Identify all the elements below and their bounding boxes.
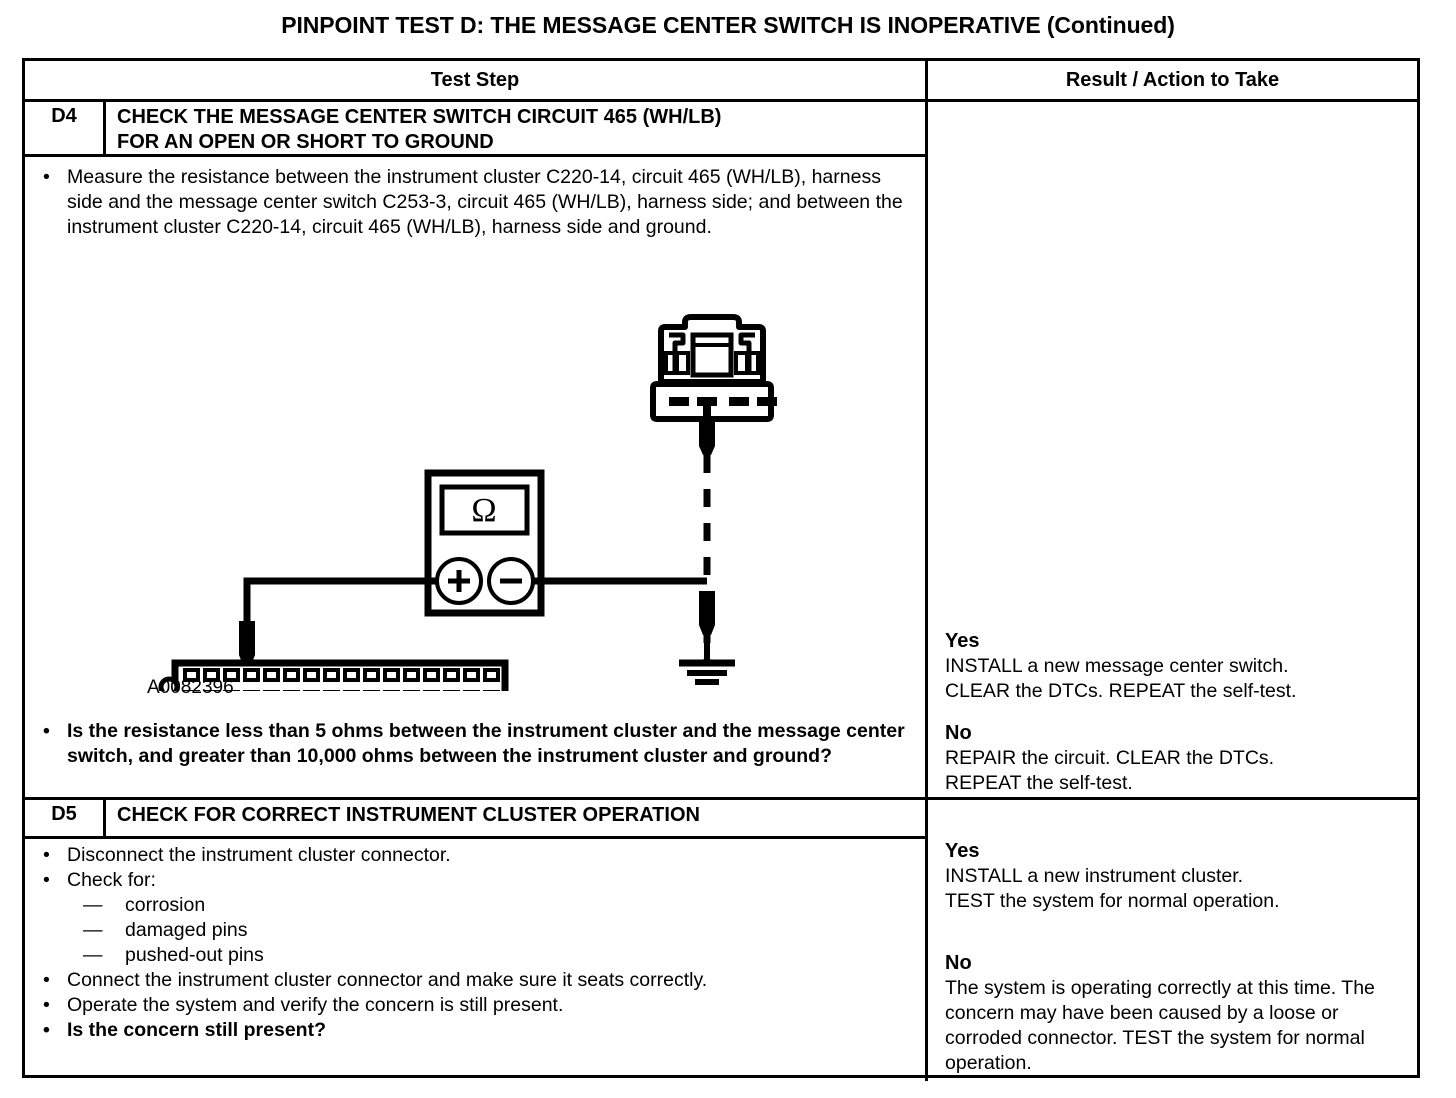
header-result-action: Result / Action to Take bbox=[1065, 69, 1280, 91]
sub-list-item-text: pushed-out pins bbox=[125, 944, 264, 966]
list-item: • Disconnect the instrument cluster conn… bbox=[25, 843, 925, 868]
d4-question-list: • Is the resistance less than 5 ohms bet… bbox=[25, 719, 925, 769]
result-text-line: REPEAT the self-test. bbox=[945, 772, 1133, 794]
d4-d5-divider-rule bbox=[25, 797, 1417, 800]
sub-list-item: — pushed-out pins bbox=[25, 943, 925, 968]
header-bottom-rule bbox=[25, 99, 1417, 102]
bullet-marker: • bbox=[43, 166, 50, 188]
result-label-yes: Yes bbox=[945, 630, 980, 652]
bullet-marker: • bbox=[43, 869, 50, 891]
step-title-row-d4: D4 CHECK THE MESSAGE CENTER SWITCH CIRCU… bbox=[25, 105, 925, 154]
list-item-text: Measure the resistance between the instr… bbox=[67, 166, 903, 238]
dash-marker: — bbox=[83, 919, 103, 941]
ohmmeter-icon: Ω bbox=[424, 469, 545, 617]
list-item: • Is the concern still present? bbox=[25, 1018, 925, 1043]
d5-title-bottom-rule bbox=[25, 836, 925, 839]
step-title-row-d5: D5 CHECK FOR CORRECT INSTRUMENT CLUSTER … bbox=[25, 803, 925, 836]
list-item-text: Is the resistance less than 5 ohms betwe… bbox=[67, 720, 905, 767]
result-text-line: CLEAR the DTCs. REPEAT the self-test. bbox=[945, 680, 1297, 702]
d4-title-bottom-rule bbox=[25, 154, 925, 157]
message-center-switch-connector-icon bbox=[650, 314, 774, 422]
step-number-divider-d4 bbox=[103, 102, 106, 154]
step-title-d4-line2: FOR AN OPEN OR SHORT TO GROUND bbox=[117, 131, 494, 153]
sub-list-item-text: damaged pins bbox=[125, 919, 248, 941]
result-label-no: No bbox=[945, 952, 972, 974]
table-header-row: Test Step Result / Action to Take bbox=[25, 61, 1417, 99]
step-number-divider-d5 bbox=[103, 800, 106, 836]
sub-list-item: — corrosion bbox=[25, 893, 925, 918]
resistance-measurement-diagram: Ω bbox=[145, 291, 845, 715]
wiring-diagram-svg: Ω bbox=[158, 314, 777, 715]
result-text-line: REPAIR the circuit. CLEAR the DTCs. bbox=[945, 747, 1275, 769]
meter-display-omega: Ω bbox=[471, 492, 496, 529]
list-item-text: Check for: bbox=[67, 869, 156, 891]
step-title-d4-line1: CHECK THE MESSAGE CENTER SWITCH CIRCUIT … bbox=[117, 106, 722, 128]
bullet-marker: • bbox=[43, 844, 50, 866]
ground-symbol-icon bbox=[679, 635, 735, 685]
dash-marker: — bbox=[83, 944, 103, 966]
d5-bullet-list: • Disconnect the instrument cluster conn… bbox=[25, 843, 925, 1043]
list-item: • Operate the system and verify the conc… bbox=[25, 993, 925, 1018]
result-block-d5-no: No The system is operating correctly at … bbox=[945, 951, 1415, 1076]
column-divider bbox=[925, 61, 928, 1081]
positive-test-lead bbox=[243, 577, 437, 663]
d4-bullet-list: • Measure the resistance between the ins… bbox=[25, 165, 925, 240]
result-text-line: TEST the system for normal operation. bbox=[945, 890, 1280, 912]
sub-list-item-text: corrosion bbox=[125, 894, 206, 916]
result-text-line: INSTALL a new instrument cluster. bbox=[945, 865, 1244, 887]
list-item-text: Connect the instrument cluster connector… bbox=[67, 969, 708, 991]
list-item: • Connect the instrument cluster connect… bbox=[25, 968, 925, 993]
result-block-d5-yes: Yes INSTALL a new instrument cluster. TE… bbox=[945, 839, 1415, 914]
list-item-text: Disconnect the instrument cluster connec… bbox=[67, 844, 451, 866]
figure-caption: A0082396 bbox=[147, 677, 234, 698]
test-probe-upper bbox=[699, 406, 715, 455]
step-number-d5: D5 bbox=[51, 803, 77, 825]
result-label-yes: Yes bbox=[945, 840, 980, 862]
result-text-line: The system is operating correctly at thi… bbox=[945, 977, 1375, 1074]
bullet-marker: • bbox=[43, 994, 50, 1016]
result-label-no: No bbox=[945, 722, 972, 744]
bullet-marker: • bbox=[43, 720, 50, 742]
switch-connector-terminal-slots bbox=[669, 397, 777, 406]
result-block-d4-yes: Yes INSTALL a new message center switch.… bbox=[945, 629, 1415, 704]
test-probe-ground bbox=[699, 591, 715, 635]
step-title-d5: CHECK FOR CORRECT INSTRUMENT CLUSTER OPE… bbox=[117, 804, 700, 826]
list-item-text: Is the concern still present? bbox=[67, 1019, 326, 1041]
page-title: PINPOINT TEST D: THE MESSAGE CENTER SWIT… bbox=[281, 12, 1175, 38]
sub-list-item: — damaged pins bbox=[25, 918, 925, 943]
dash-marker: — bbox=[83, 894, 103, 916]
list-item: • Check for: bbox=[25, 868, 925, 893]
pinpoint-test-table: Test Step Result / Action to Take D4 CHE… bbox=[22, 58, 1420, 1081]
bullet-marker: • bbox=[43, 969, 50, 991]
list-item-text: Operate the system and verify the concer… bbox=[67, 994, 564, 1016]
result-block-d4-no: No REPAIR the circuit. CLEAR the DTCs. R… bbox=[945, 721, 1415, 796]
header-test-step: Test Step bbox=[430, 69, 520, 91]
list-item: • Is the resistance less than 5 ohms bet… bbox=[25, 719, 925, 769]
step-title-d4: CHECK THE MESSAGE CENTER SWITCH CIRCUIT … bbox=[117, 105, 917, 155]
bullet-marker: • bbox=[43, 1019, 50, 1041]
result-text-line: INSTALL a new message center switch. bbox=[945, 655, 1289, 677]
step-number-d4: D4 bbox=[51, 105, 77, 127]
list-item: • Measure the resistance between the ins… bbox=[25, 165, 925, 240]
test-probe-lower bbox=[239, 621, 255, 665]
